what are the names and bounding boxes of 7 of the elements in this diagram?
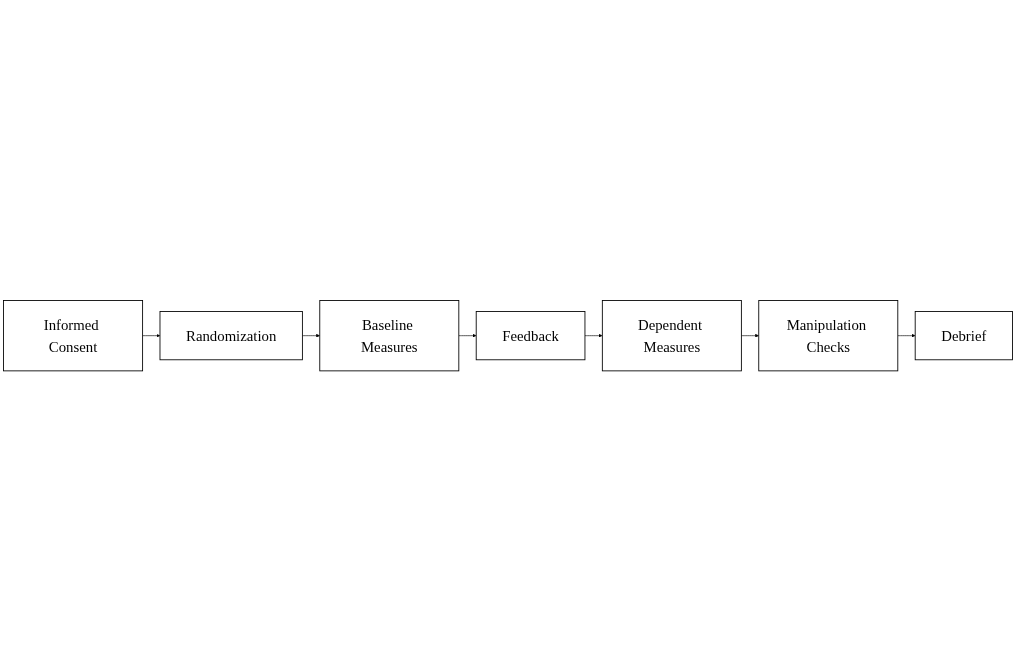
node-box: Randomization: [159, 311, 303, 361]
node-box: Dependent Measures: [601, 300, 742, 372]
node-box: Debrief: [914, 311, 1013, 361]
node-box: Manipulation Checks: [758, 300, 899, 372]
node-box: Feedback: [475, 311, 586, 361]
node-box: Informed Consent: [3, 300, 144, 372]
node-box: Baseline Measures: [319, 300, 460, 372]
